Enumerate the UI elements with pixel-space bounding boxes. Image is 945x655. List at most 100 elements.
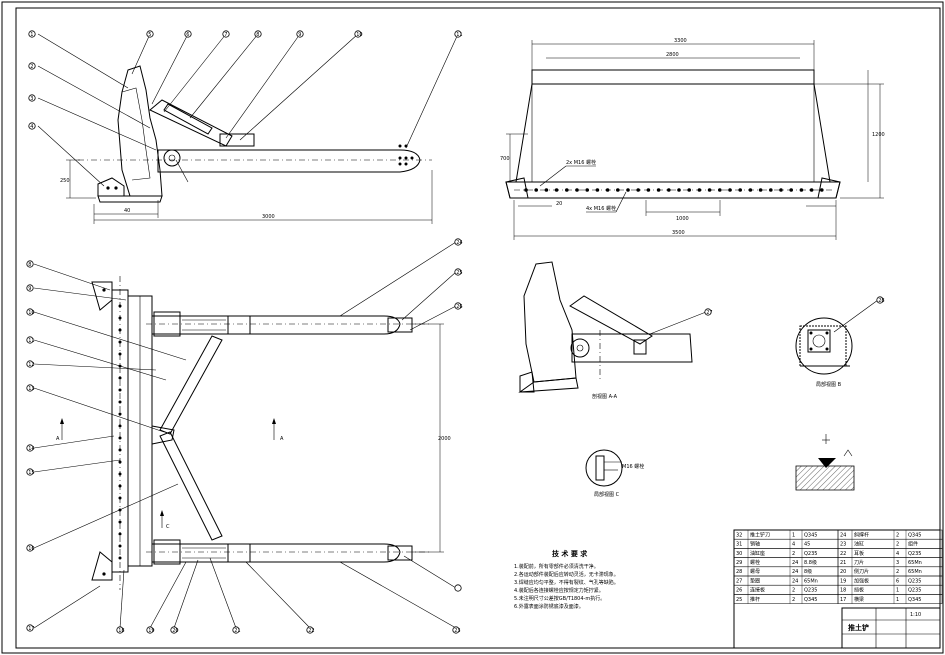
front-bottom-dim: 3500 [672, 230, 685, 236]
bom-cell: 2 [792, 551, 795, 557]
front-hole [697, 188, 702, 192]
bom-cell: Q345 [908, 597, 921, 603]
plan-view: 2000 A A C [56, 276, 451, 590]
balloon-number: 3 [30, 96, 33, 102]
balloon-number: 12 [28, 362, 34, 368]
balloon-number: 1 [30, 32, 33, 38]
balloon-number: 27 [706, 310, 712, 316]
drawing-scale: 1:10 [910, 612, 921, 618]
tech-req-heading: 技 术 要 求 [552, 549, 588, 558]
bom-cell: 32 [736, 532, 742, 538]
front-hole [718, 188, 722, 192]
bom-cell: Q235 [804, 551, 817, 557]
detail-c-view: M16 螺栓 局部视图 C [585, 449, 644, 498]
front-hole [779, 188, 783, 192]
bom-cell: 65Mn [908, 569, 922, 575]
front-top-dim: 3300 [674, 38, 687, 44]
balloon-number: 11 [456, 32, 462, 38]
plan-hole [118, 520, 122, 524]
bom-cell: 推土铲刀 [750, 531, 770, 538]
balloon-number: 2 [30, 64, 33, 70]
balloon-number: 10 [28, 310, 34, 316]
balloon-number: 22 [308, 628, 314, 634]
detail-b-view: 局部视图 B 28 [795, 296, 885, 388]
bom-cell: 加强板 [854, 577, 869, 584]
detail-c-label: 局部视图 C [594, 491, 620, 498]
bom-cell: 刀片 [854, 559, 864, 566]
bom-cell: 30 [736, 551, 742, 557]
section-aa-label: 剖视图 A-A [592, 393, 618, 400]
bom-cell: Q235 [908, 551, 921, 557]
front-hole [809, 188, 814, 192]
bom-cell: 螺母 [750, 568, 760, 575]
front-inner-dim: 2800 [666, 52, 679, 58]
bom-cell: 31 [736, 542, 742, 548]
balloon-number: 10 [356, 32, 362, 38]
bom-cell: 65Mn [908, 560, 922, 566]
plan-hole [118, 424, 122, 428]
bom-cell: 23 [840, 542, 846, 548]
bom-cell: 油缸座 [750, 550, 765, 557]
front-hole [656, 188, 661, 192]
balloon-number: 20 [172, 628, 178, 634]
plan-hole [118, 412, 122, 416]
bom-cell: Q345 [908, 532, 921, 538]
front-hole [667, 188, 671, 192]
bom-cell: Q235 [908, 588, 921, 594]
side-view: 3000 40 250 [60, 65, 433, 224]
front-hole [636, 188, 640, 192]
bom-cell: 垫圈 [750, 577, 760, 584]
bom-cell: 18 [840, 588, 846, 594]
front-hole [616, 188, 620, 192]
front-height-dim: 1200 [872, 132, 885, 138]
bom-cell: 24 [792, 569, 798, 575]
front-hole [595, 188, 600, 192]
tech-req-line: 4.装配后各连接螺栓应按规定力矩拧紧。 [514, 587, 604, 594]
balloon-number: 13 [28, 386, 34, 392]
balloon-number: 5 [148, 32, 151, 38]
balloon-number: 4 [30, 124, 33, 130]
bom-cell: 24 [840, 532, 846, 538]
front-hole [799, 188, 804, 192]
bom-cell: 连接板 [750, 587, 765, 594]
bom-cell: 25 [736, 597, 742, 603]
bom-cell: 22 [840, 551, 846, 557]
bom-cell: 27 [736, 578, 742, 584]
front-hole [605, 188, 610, 192]
front-hole-dim: 20 [556, 201, 562, 207]
bom-cell: 26 [736, 588, 742, 594]
balloon-number: 19 [148, 628, 154, 634]
front-hole [554, 188, 559, 192]
bom-cell: 4 [896, 551, 899, 557]
bom-cell: Q235 [804, 588, 817, 594]
bom-cell: 侧刀片 [854, 568, 869, 575]
balloon-number: 8 [256, 32, 259, 38]
front-hole [738, 188, 742, 192]
bom-cell: 2 [896, 542, 899, 548]
balloon-number: 9 [298, 32, 301, 38]
bom-cell: Q345 [804, 532, 817, 538]
bom-cell: 1 [896, 597, 899, 603]
balloon-number: 18 [118, 628, 124, 634]
drawing-name: 推土铲 [848, 623, 869, 632]
bom-row [837, 594, 943, 604]
balloon-number: 9 [28, 286, 31, 292]
front-view: 3300 2800 1200 700 3500 1000 20 2x M16 螺… [500, 38, 885, 240]
arrow-a-left: A [56, 436, 60, 442]
bom-cell: 螺栓 [750, 559, 760, 566]
front-left-dim: 700 [500, 156, 510, 162]
plan-hole [118, 376, 122, 380]
front-mid-dim: 1000 [676, 216, 689, 222]
bom-cell: 8.8级 [804, 559, 817, 566]
bom-cell: 65Mn [804, 578, 818, 584]
side-total-dim: 3000 [262, 214, 275, 220]
front-hole [626, 188, 630, 192]
front-hole [534, 188, 538, 192]
balloon-number: 11 [28, 338, 34, 344]
bom-cell: 45 [804, 542, 810, 548]
front-hole [687, 188, 691, 192]
